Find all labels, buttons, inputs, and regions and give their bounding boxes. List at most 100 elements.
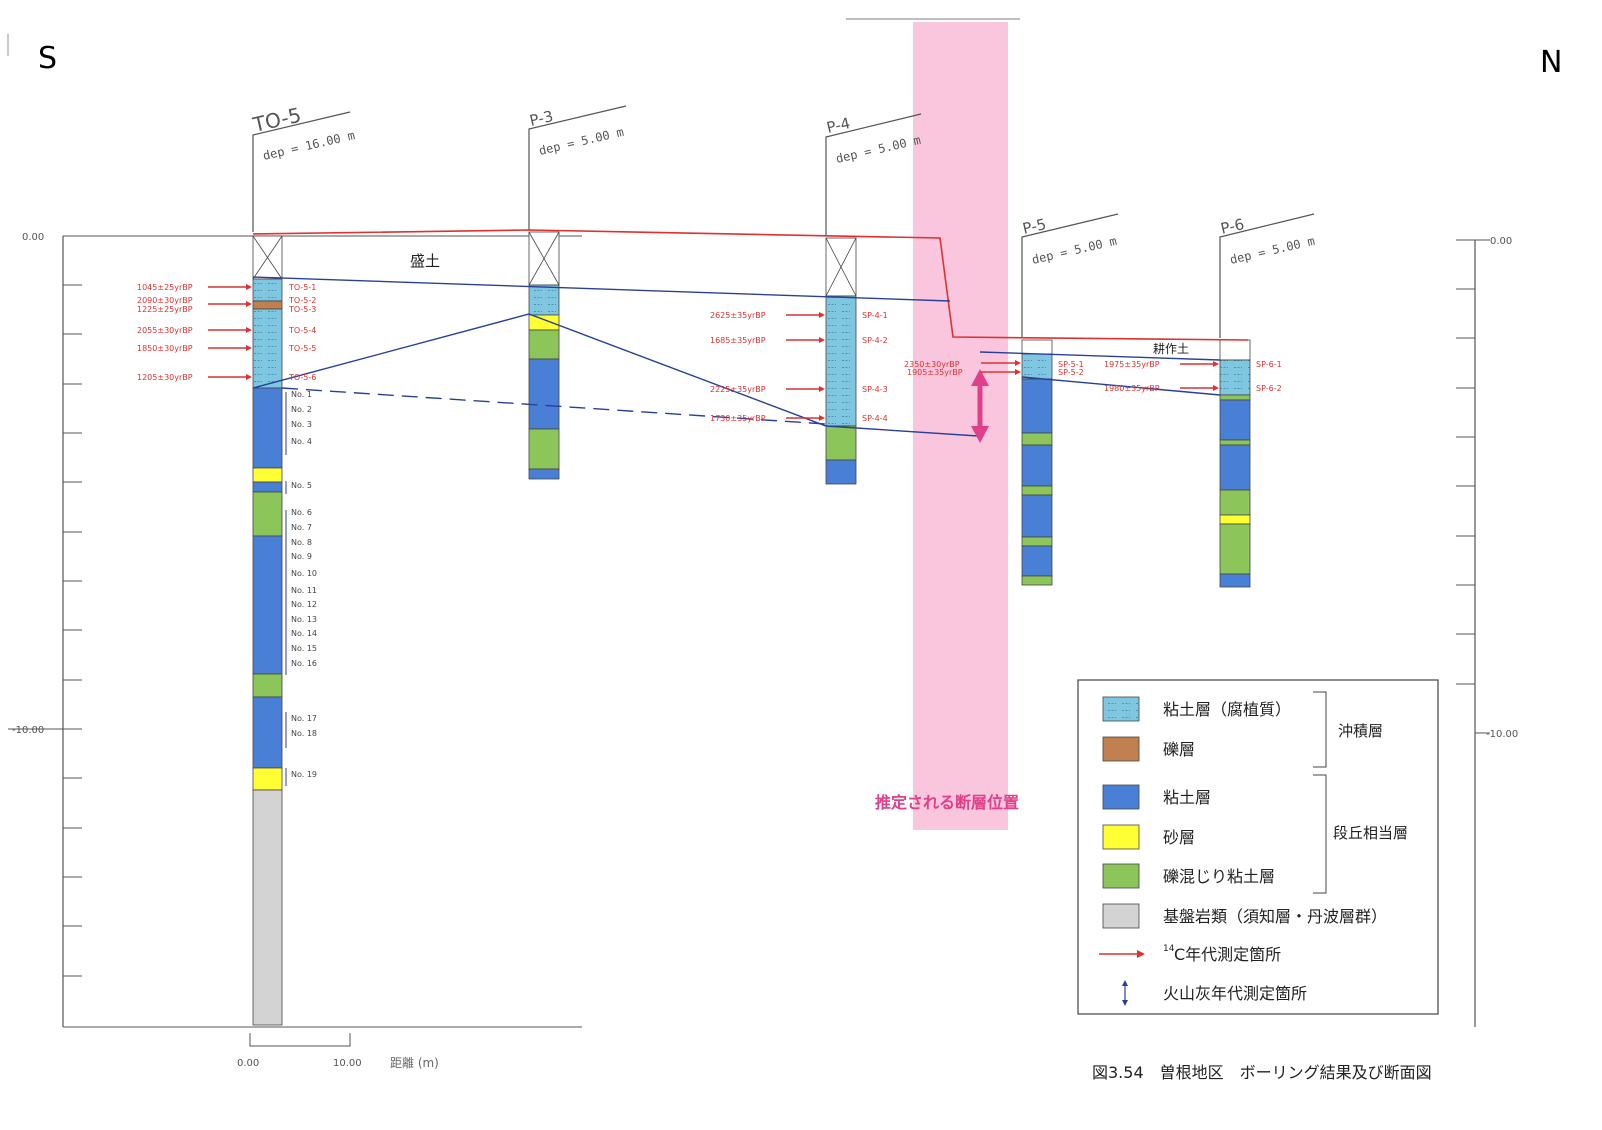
tephra-sample: No. 10 [291, 569, 317, 578]
left-axis-minus-ten: -10.00 [12, 725, 44, 736]
north-label: N [1540, 45, 1562, 80]
tephra-sample: No. 12 [291, 600, 317, 609]
c14-sample-id: SP-4-4 [862, 414, 888, 423]
tephra-sample: No. 3 [291, 420, 312, 429]
fault-displacement-arrow [971, 369, 989, 443]
figure-caption: 図3.54 曽根地区 ボーリング結果及び断面図 [1092, 1063, 1432, 1082]
c14-sample-id: TO-5-5 [288, 344, 316, 353]
legend-label: 粘土層（腐植質） [1163, 700, 1291, 719]
fill-label: 盛土 [410, 252, 440, 270]
c14-sample-id: TO-5-1 [288, 283, 316, 292]
c14-age: 1730±35yrBP [710, 414, 766, 423]
tephra-sample: No. 9 [291, 552, 312, 561]
dashed-correlation-line [281, 387, 827, 425]
tephra-labels: No. 1 No. 2 No. 3 No. 4 No. 5 No. 6 No. … [291, 390, 317, 779]
c14-sample-id: TO-5-2 [288, 296, 316, 305]
tephra-marker-arrowhead-bottom [1122, 1000, 1128, 1006]
left-axis-zero: 0.00 [22, 232, 44, 243]
c14-labels: 1045±25yrBP 2090±30yrBP 1225±25yrBP 2055… [137, 283, 1282, 423]
borehole-depth: dep = 5.00 m [1031, 234, 1119, 267]
bracket-terrace [1313, 774, 1327, 894]
c14-age: 1850±30yrBP [137, 344, 193, 353]
c14-age: 1905±35yrBP [907, 368, 963, 377]
c14-marker-arrowhead [1137, 950, 1145, 958]
c14-marker-superscript: 14 [1163, 944, 1175, 954]
borehole-name: TO-5 [250, 103, 304, 138]
scale-bar-label: 距離 (m) [390, 1056, 439, 1070]
tephra-sample: No. 8 [291, 538, 312, 547]
c14-sample-id: SP-5-1 [1058, 360, 1084, 369]
borehole-header-p6: P-6 dep = 5.00 m [1219, 213, 1317, 338]
scale-bar-end: 10.00 [333, 1058, 362, 1069]
tephra-sample: No. 7 [291, 523, 312, 532]
c14-sample-id: SP-6-1 [1256, 360, 1282, 369]
tephra-sample: No. 11 [291, 586, 317, 595]
c14-sample-id: SP-4-3 [862, 385, 888, 394]
c14-age: 1045±25yrBP [137, 283, 193, 292]
tephra-sample: No. 18 [291, 729, 317, 738]
tephra-sample: No. 13 [291, 615, 317, 624]
c14-age: 1685±35yrBP [710, 336, 766, 345]
c14-marker-label: C年代測定箇所 [1174, 945, 1281, 964]
c14-age: 2090±30yrBP [137, 296, 193, 305]
c14-sample-id: TO-5-3 [288, 305, 316, 314]
borehole-depth: dep = 5.00 m [1229, 234, 1317, 267]
tephra-sample: No. 19 [291, 770, 317, 779]
borehole-name: P-5 [1021, 215, 1048, 238]
legend-swatch-sand [1102, 824, 1140, 850]
c14-age: 2055±30yrBP [137, 326, 193, 335]
tephra-sample: No. 16 [291, 659, 317, 668]
borehole-name: P-3 [528, 107, 555, 130]
topsoil-base-line [979, 351, 1221, 361]
tephra-sample: No. 1 [291, 390, 312, 399]
right-axis-minus-ten: -10.00 [1486, 729, 1518, 740]
tephra-marker-arrowhead-top [1122, 980, 1128, 986]
c14-sample-id: TO-5-4 [288, 326, 316, 335]
tephra-sample: No. 5 [291, 481, 312, 490]
c14-age: 1975±35yrBP [1104, 360, 1160, 369]
legend-swatch-humus-clay [1102, 696, 1140, 722]
group-alluvium: 沖積層 [1338, 722, 1383, 740]
c14-sample-id: SP-6-2 [1256, 384, 1282, 393]
borehole-header-p3: P-3 dep = 5.00 m [528, 105, 627, 230]
ground-surface-line [252, 229, 1249, 341]
group-terrace: 段丘相当層 [1333, 824, 1408, 842]
legend-swatch-clay [1102, 784, 1140, 810]
legend-swatch-gravelly-clay [1102, 863, 1140, 889]
c14-arrows [208, 284, 1219, 421]
borehole-column-to5 [252, 235, 283, 1026]
borehole-depth: dep = 16.00 m [262, 128, 357, 163]
tephra-sample: No. 17 [291, 714, 317, 723]
tephra-marker-label: 火山灰年代測定箇所 [1163, 984, 1307, 1003]
borehole-depth: dep = 5.00 m [835, 133, 923, 166]
left-depth-axis: 0.00 -10.00 [8, 232, 582, 1028]
c14-age: 1980±35yrBP [1104, 384, 1160, 393]
tephra-sample: No. 2 [291, 405, 312, 414]
legend-label: 礫混じり粘土層 [1163, 867, 1275, 886]
fault-position-label: 推定される断層位置 [875, 793, 1019, 812]
legend: 粘土層（腐植質） 礫層 粘土層 砂層 礫混じり粘土層 基盤岩類（須知層・丹波層群… [1077, 679, 1439, 1015]
upper-correlation-line [252, 313, 979, 437]
c14-age: 2225±35yrBP [710, 385, 766, 394]
borehole-column-p3 [528, 231, 560, 480]
tephra-sample: No. 6 [291, 508, 312, 517]
south-label: S [38, 41, 57, 76]
borehole-column-p4 [825, 237, 857, 485]
tephra-sample: No. 14 [291, 629, 317, 638]
bracket-alluvium [1313, 691, 1327, 768]
legend-label: 基盤岩類（須知層・丹波層群） [1163, 907, 1387, 926]
c14-sample-id: SP-4-2 [862, 336, 888, 345]
right-depth-axis: 0.00 -10.00 [1456, 236, 1518, 1027]
c14-age: 1205±30yrBP [137, 373, 193, 382]
fill-base-line [252, 276, 951, 302]
c14-sample-id: SP-4-1 [862, 311, 888, 320]
borehole-name: P-6 [1219, 215, 1246, 238]
c14-sample-id: TO-5-6 [288, 373, 316, 382]
legend-swatch-gravel [1102, 736, 1140, 762]
borehole-header-p4: P-4 dep = 5.00 m [825, 113, 923, 236]
scale-bar: 0.00 10.00 距離 (m) [237, 1033, 439, 1070]
borehole-header-to5: TO-5 dep = 16.00 m [250, 103, 356, 232]
correlation-lines [252, 229, 1249, 437]
